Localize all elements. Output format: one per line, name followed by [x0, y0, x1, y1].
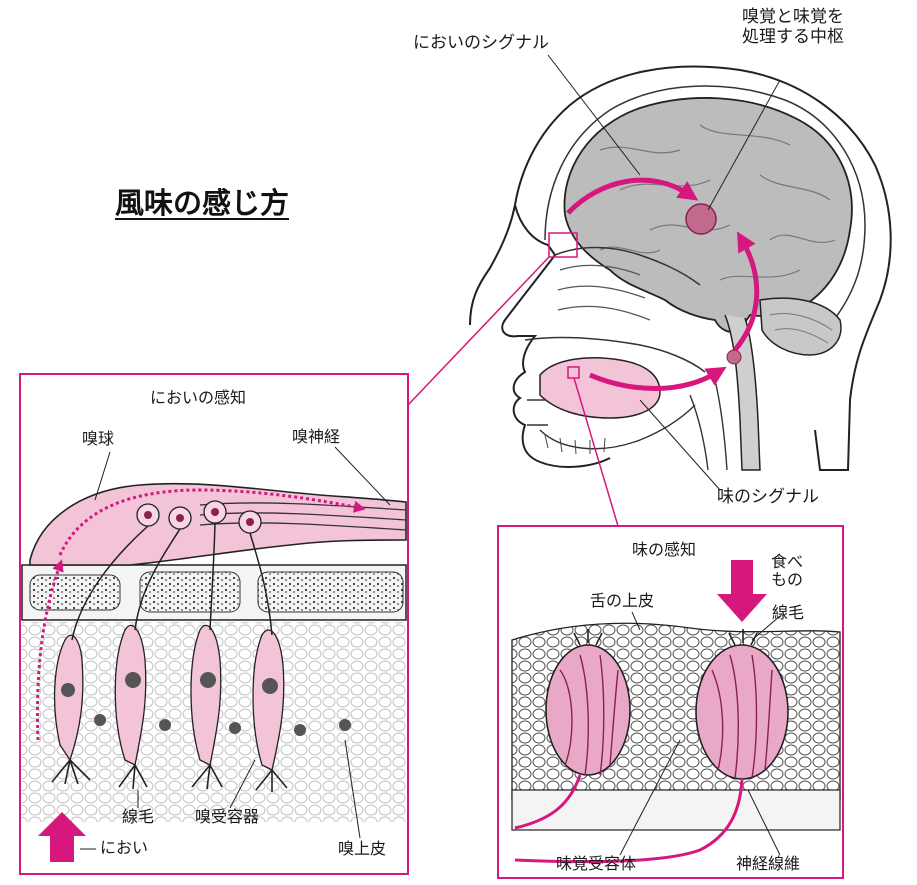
- label-nerve-fiber: 神経線維: [736, 855, 800, 873]
- smell-detail-panel: [20, 374, 408, 874]
- taste-panel-title: 味の感知: [632, 536, 696, 560]
- label-odor: におい: [100, 839, 148, 857]
- label-processing-center: 嗅覚と味覚を 処理する中枢: [742, 8, 844, 47]
- head-illustration: [408, 55, 891, 526]
- cerebellum: [760, 298, 841, 355]
- label-olfactory-epithelium: 嗅上皮: [338, 840, 386, 858]
- label-taste-signal: 味のシグナル: [717, 488, 819, 508]
- label-food: 食べ もの: [771, 553, 803, 590]
- page-title: 風味の感じ方: [115, 180, 289, 222]
- label-olfactory-nerve: 嗅神経: [292, 428, 340, 446]
- label-olfactory-receptor: 嗅受容器: [195, 808, 259, 826]
- label-olfactory-bulb: 嗅球: [82, 430, 114, 448]
- label-taste-receptor: 味覚受容体: [556, 855, 636, 873]
- label-smell-cilia: 線毛: [122, 808, 154, 826]
- smell-panel-title: においの感知: [150, 384, 246, 408]
- taste-bud-right: [696, 645, 788, 779]
- label-tongue-epithelium: 舌の上皮: [590, 592, 654, 610]
- label-smell-signal: においのシグナル: [413, 34, 549, 54]
- label-taste-cilia: 線毛: [772, 604, 804, 622]
- processing-center: [686, 204, 716, 234]
